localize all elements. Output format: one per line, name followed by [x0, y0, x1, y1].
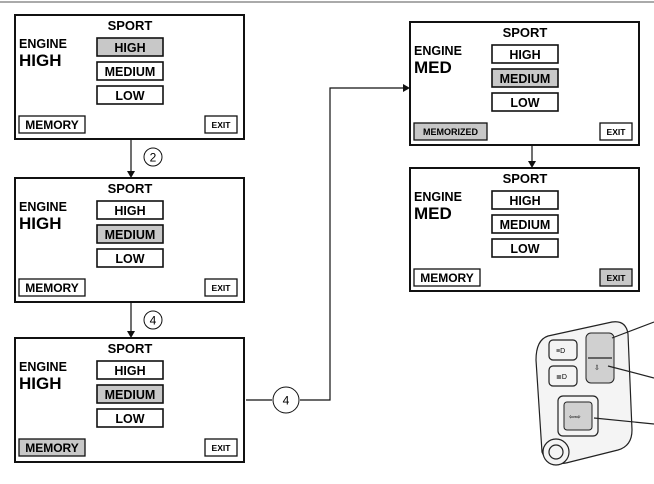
memory-button-label: MEMORIZED [423, 127, 478, 137]
mode-header: SPORT [503, 25, 548, 40]
fog-light-button [548, 365, 578, 387]
option-medium-label: MEDIUM [105, 228, 156, 242]
option-low-label: LOW [115, 412, 144, 426]
exit-button-label: EXIT [607, 127, 627, 137]
arrowhead-2-to-3 [127, 331, 135, 338]
engine-label: ENGINE [414, 190, 462, 204]
exit-button-label: EXIT [212, 283, 232, 293]
memory-button-label: MEMORY [25, 281, 79, 295]
callout-line-1 [611, 321, 654, 339]
memory-button[interactable] [18, 278, 86, 297]
option-medium-label: MEDIUM [105, 388, 156, 402]
exit-button[interactable] [204, 438, 238, 457]
mode-header: SPORT [108, 18, 153, 33]
engine-level: MED [414, 204, 452, 223]
start-button-inner [548, 444, 564, 460]
engine-label: ENGINE [19, 37, 67, 51]
exit-button-label: EXIT [212, 120, 232, 130]
option-high-label: HIGH [114, 41, 145, 55]
fog-light-icon: ≣D [556, 372, 567, 381]
mode-header: SPORT [108, 181, 153, 196]
option-high-box[interactable] [96, 200, 164, 220]
arrowhead-4-to-5 [528, 161, 536, 168]
callout-line-2 [607, 365, 654, 379]
arrowhead-1-to-2 [127, 171, 135, 178]
step-marker-1-label: 2 [150, 151, 157, 165]
exit-button[interactable] [599, 268, 633, 287]
callout-line-3 [593, 417, 654, 425]
memory-button[interactable] [18, 115, 86, 134]
engine-level: HIGH [19, 374, 62, 393]
arrow-3-to-4 [300, 87, 404, 401]
option-low-box[interactable] [491, 92, 559, 112]
engine-label: ENGINE [19, 200, 67, 214]
memory-button[interactable] [18, 438, 86, 457]
option-high-box[interactable] [491, 44, 559, 64]
joystick-button [563, 401, 593, 431]
option-high-label: HIGH [509, 194, 540, 208]
memory-button-label: MEMORY [25, 441, 79, 455]
option-low-box[interactable] [96, 248, 164, 268]
memory-button[interactable] [413, 122, 488, 141]
arrowhead-3-to-4 [403, 84, 410, 92]
option-medium-box[interactable] [96, 224, 164, 244]
memory-button[interactable] [413, 268, 481, 287]
mode-header: SPORT [108, 341, 153, 356]
handlebar-switch-illustration: ≡D ≣D ⇩ ⇦⇨ [535, 321, 654, 466]
memory-button-label: MEMORY [420, 271, 474, 285]
exit-button[interactable] [204, 278, 238, 297]
engine-level: HIGH [19, 214, 62, 233]
option-medium-box[interactable] [96, 384, 164, 404]
exit-button[interactable] [599, 122, 633, 141]
option-low-label: LOW [115, 89, 144, 103]
option-high-box[interactable] [491, 190, 559, 210]
step-marker-2-label: 4 [150, 314, 157, 328]
option-high-label: HIGH [114, 364, 145, 378]
rocker-down-icon: ⇩ [594, 364, 600, 372]
option-high-box[interactable] [96, 360, 164, 380]
step-marker-3: 4 [272, 386, 300, 414]
exit-button[interactable] [204, 115, 238, 134]
option-low-label: LOW [115, 252, 144, 266]
step-marker-2: 4 [143, 310, 163, 330]
memory-button-label: MEMORY [25, 118, 79, 132]
option-low-box[interactable] [96, 85, 164, 105]
option-low-label: LOW [510, 242, 539, 256]
option-low-box[interactable] [491, 238, 559, 258]
option-high-label: HIGH [114, 204, 145, 218]
option-medium-box[interactable] [96, 61, 164, 81]
step-marker-3-label: 4 [283, 394, 290, 408]
option-low-box[interactable] [96, 408, 164, 428]
headlight-icon: ≡D [556, 348, 565, 355]
engine-label: ENGINE [414, 44, 462, 58]
start-button [542, 438, 570, 466]
option-medium-box[interactable] [491, 214, 559, 234]
engine-level: HIGH [19, 51, 62, 70]
option-low-label: LOW [510, 96, 539, 110]
flow-arrows [127, 84, 536, 401]
engine-level: MED [414, 58, 452, 77]
step-marker-1: 2 [143, 147, 163, 167]
mode-header: SPORT [503, 171, 548, 186]
joystick-arrows-icon: ⇦⇨ [569, 414, 581, 421]
exit-button-label: EXIT [607, 273, 627, 283]
engine-label: ENGINE [19, 360, 67, 374]
headlight-button [548, 339, 578, 361]
option-high-label: HIGH [509, 48, 540, 62]
option-medium-label: MEDIUM [500, 72, 551, 86]
exit-button-label: EXIT [212, 443, 232, 453]
option-medium-box[interactable] [491, 68, 559, 88]
option-high-box[interactable] [96, 37, 164, 57]
option-medium-label: MEDIUM [500, 218, 551, 232]
option-medium-label: MEDIUM [105, 65, 156, 79]
